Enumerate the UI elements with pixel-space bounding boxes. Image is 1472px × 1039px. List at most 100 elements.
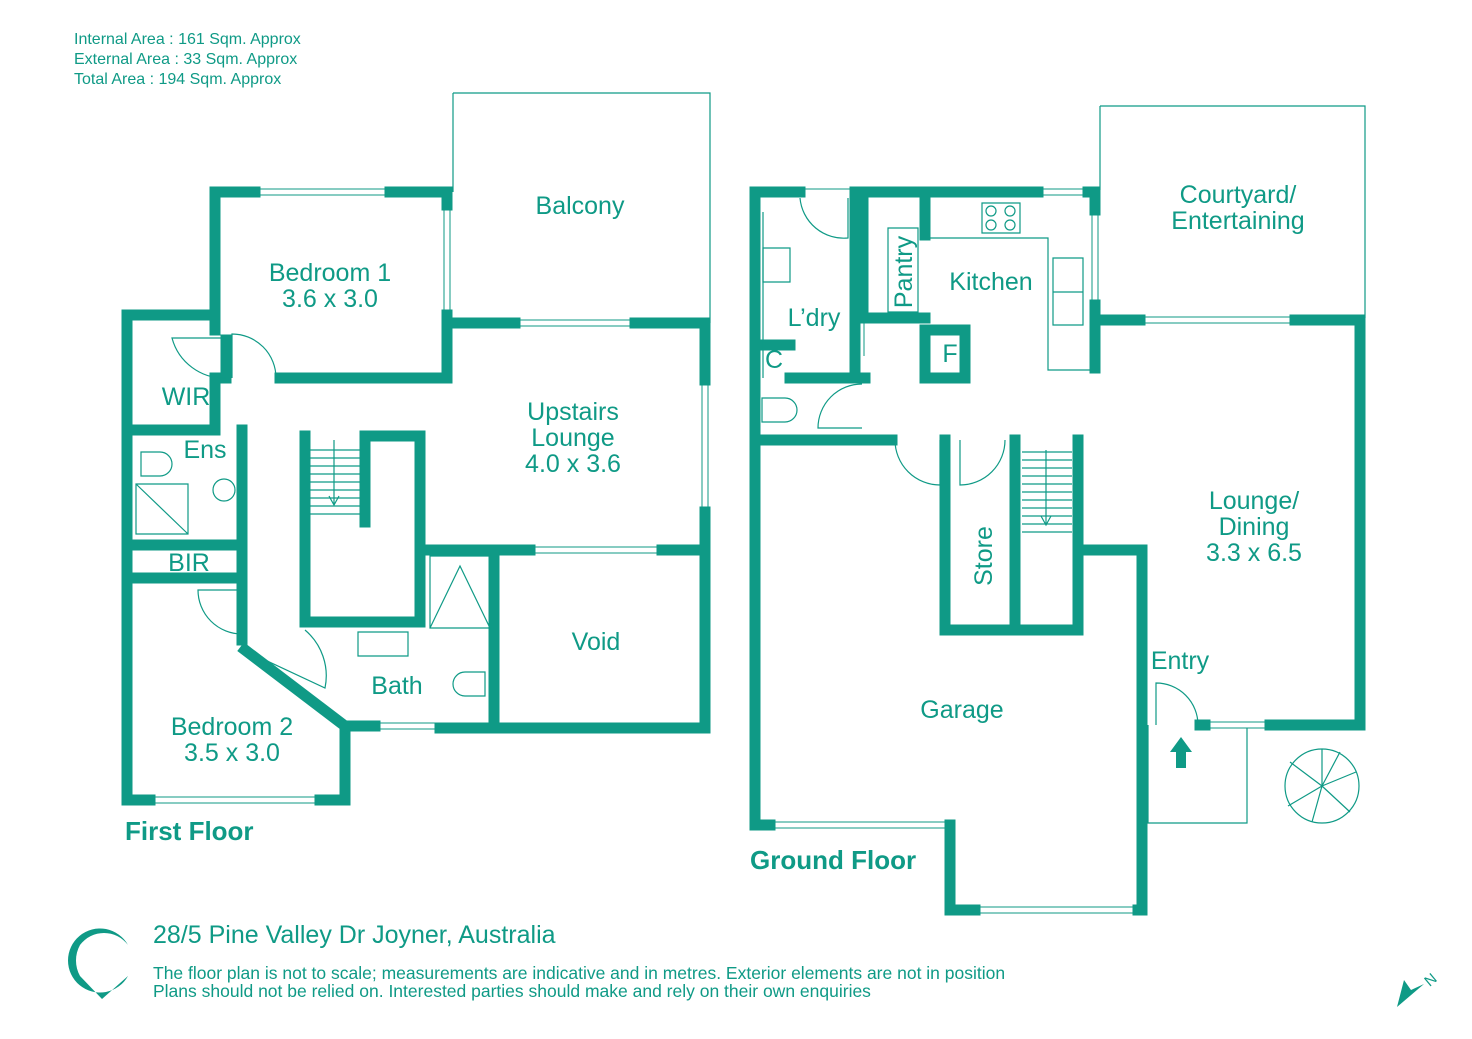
- property-address: 28/5 Pine Valley Dr Joyner, Australia: [153, 921, 556, 949]
- fridge-label: F: [942, 340, 957, 368]
- garage-right-wall: [1072, 544, 1148, 731]
- store-door-swing: [959, 439, 1006, 486]
- bath-label: Bath: [371, 672, 422, 700]
- wir-walls: [121, 334, 232, 436]
- ground-stair-arrow-icon: [1040, 450, 1052, 527]
- bath-toilet: [452, 671, 486, 697]
- fridge-walls: [919, 324, 971, 384]
- bath-window: [375, 722, 440, 730]
- laundry-door-swing: [799, 197, 849, 239]
- first-floor-plan: Balcony Bedroom 1 3.6 x 3.0 Upstairs Lou…: [121, 92, 711, 846]
- garage-internal-door-swing: [894, 439, 941, 486]
- store-label: Store: [970, 526, 998, 586]
- lounge-front-window: [1205, 721, 1270, 729]
- bedroom2-door-swing: [197, 589, 243, 635]
- courtyard-label-line1: Courtyard/: [1180, 181, 1297, 209]
- garage-label: Garage: [920, 696, 1003, 724]
- bedroom1-size: 3.6 x 3.0: [282, 285, 378, 313]
- kitchen-bench: [930, 237, 1090, 371]
- tree-icon: [1284, 748, 1360, 824]
- wc-toilet-icon: [761, 397, 798, 423]
- cooktop-burner-icon: [1004, 219, 1016, 231]
- lounge-dining-size: 3.3 x 6.5: [1206, 539, 1302, 567]
- stair-walls: [299, 430, 426, 628]
- lounge-outer-wall: [1089, 299, 1366, 731]
- ensuite-shower: [135, 483, 189, 535]
- bath-vanity: [357, 631, 409, 657]
- bedroom1-window: [255, 188, 390, 196]
- stair-arrow-icon: [328, 440, 340, 507]
- bedroom1-door-swing: [231, 333, 277, 379]
- brand-logo: [68, 928, 132, 999]
- cooktop-burner-icon: [985, 205, 997, 217]
- bath-door-swing: [247, 629, 327, 689]
- upstairs-lounge-label-line2: Lounge: [531, 424, 614, 452]
- first-floor-title: First Floor: [125, 816, 254, 846]
- first-floor-right-wall: [434, 506, 711, 734]
- lounge-sliding-door: [1140, 316, 1295, 324]
- lounge-dining-label-line1: Lounge/: [1209, 487, 1299, 515]
- bath-shower: [429, 555, 491, 629]
- compass-label: N: [1421, 970, 1440, 990]
- cooktop-icon: [981, 202, 1021, 234]
- ground-stair-steps: [1022, 451, 1072, 533]
- laundry-label: L’dry: [788, 304, 841, 332]
- disclaimer-line2: Plans should not be relied on. Intereste…: [153, 981, 871, 1001]
- lounge-side-window: [701, 380, 709, 512]
- entry-porch-outline: [1147, 725, 1248, 824]
- ground-floor-title: Ground Floor: [750, 845, 916, 875]
- laundry-sliding-door: [858, 290, 865, 356]
- courtyard-outline: [1099, 105, 1366, 318]
- pantry-wall: [857, 196, 931, 324]
- bedroom2-angled-wall: [237, 642, 353, 734]
- pantry-label: Pantry: [890, 235, 918, 308]
- internal-area: Internal Area : 161 Sqm. Approx: [74, 31, 301, 48]
- upstairs-steps: [309, 449, 361, 515]
- cooktop-burner-icon: [985, 219, 997, 231]
- ensuite-label: Ens: [183, 436, 226, 464]
- ensuite-toilet: [140, 451, 173, 477]
- lounge-sliding-door: [515, 319, 635, 327]
- external-area: External Area : 33 Sqm. Approx: [74, 51, 298, 68]
- balcony-outline: [452, 92, 711, 323]
- pantry-shelves: [887, 227, 919, 313]
- entry-arrow-icon: [1170, 737, 1192, 768]
- upstairs-lounge-label-line1: Upstairs: [527, 398, 619, 426]
- upstairs-lounge-size: 4.0 x 3.6: [525, 450, 621, 478]
- total-area: Total Area : 194 Sqm. Approx: [74, 71, 282, 88]
- void-label: Void: [572, 628, 621, 656]
- cooktop-burner-icon: [1004, 205, 1016, 217]
- lounge-dining-label-line2: Dining: [1219, 513, 1290, 541]
- laundry-tub-icon: [762, 247, 791, 283]
- kitchen-sink-icon: [1052, 257, 1084, 326]
- ensuite-basin: [212, 478, 236, 502]
- bedroom2-size: 3.5 x 3.0: [184, 739, 280, 767]
- ground-floor-plan: Courtyard/ Entertaining Kitchen Pantry L…: [749, 105, 1366, 916]
- wir-door-swing: [171, 337, 227, 379]
- disclaimer-line1: The floor plan is not to scale; measurem…: [153, 963, 1006, 983]
- bedroom2-window: [150, 796, 320, 804]
- bedroom1-outer-wall: [209, 186, 453, 336]
- garage-door: [975, 906, 1138, 914]
- bedroom2-label: Bedroom 2: [171, 713, 293, 741]
- balcony-label: Balcony: [536, 192, 625, 220]
- entry-door-swing: [1155, 682, 1199, 726]
- balcony-door: [443, 205, 451, 315]
- entry-label: Entry: [1151, 647, 1210, 675]
- bedroom1-bottom-wall: [274, 317, 453, 384]
- cupboard-walls: [749, 339, 868, 384]
- wir-label: WIR: [162, 383, 211, 411]
- bir-label: BIR: [168, 549, 210, 577]
- kitchen-side-window: [1091, 210, 1099, 305]
- bedroom1-label: Bedroom 1: [269, 259, 391, 287]
- void-window: [530, 546, 662, 554]
- wc-door-swing: [817, 383, 863, 429]
- cupboard-label: C: [765, 346, 783, 374]
- kitchen-window: [800, 188, 1088, 196]
- garage-window: [770, 821, 950, 829]
- first-floor-left-wall: [121, 309, 381, 806]
- kitchen-label: Kitchen: [949, 268, 1032, 296]
- north-compass-icon: N: [1397, 970, 1440, 1007]
- lounge-top-wall: [441, 309, 711, 386]
